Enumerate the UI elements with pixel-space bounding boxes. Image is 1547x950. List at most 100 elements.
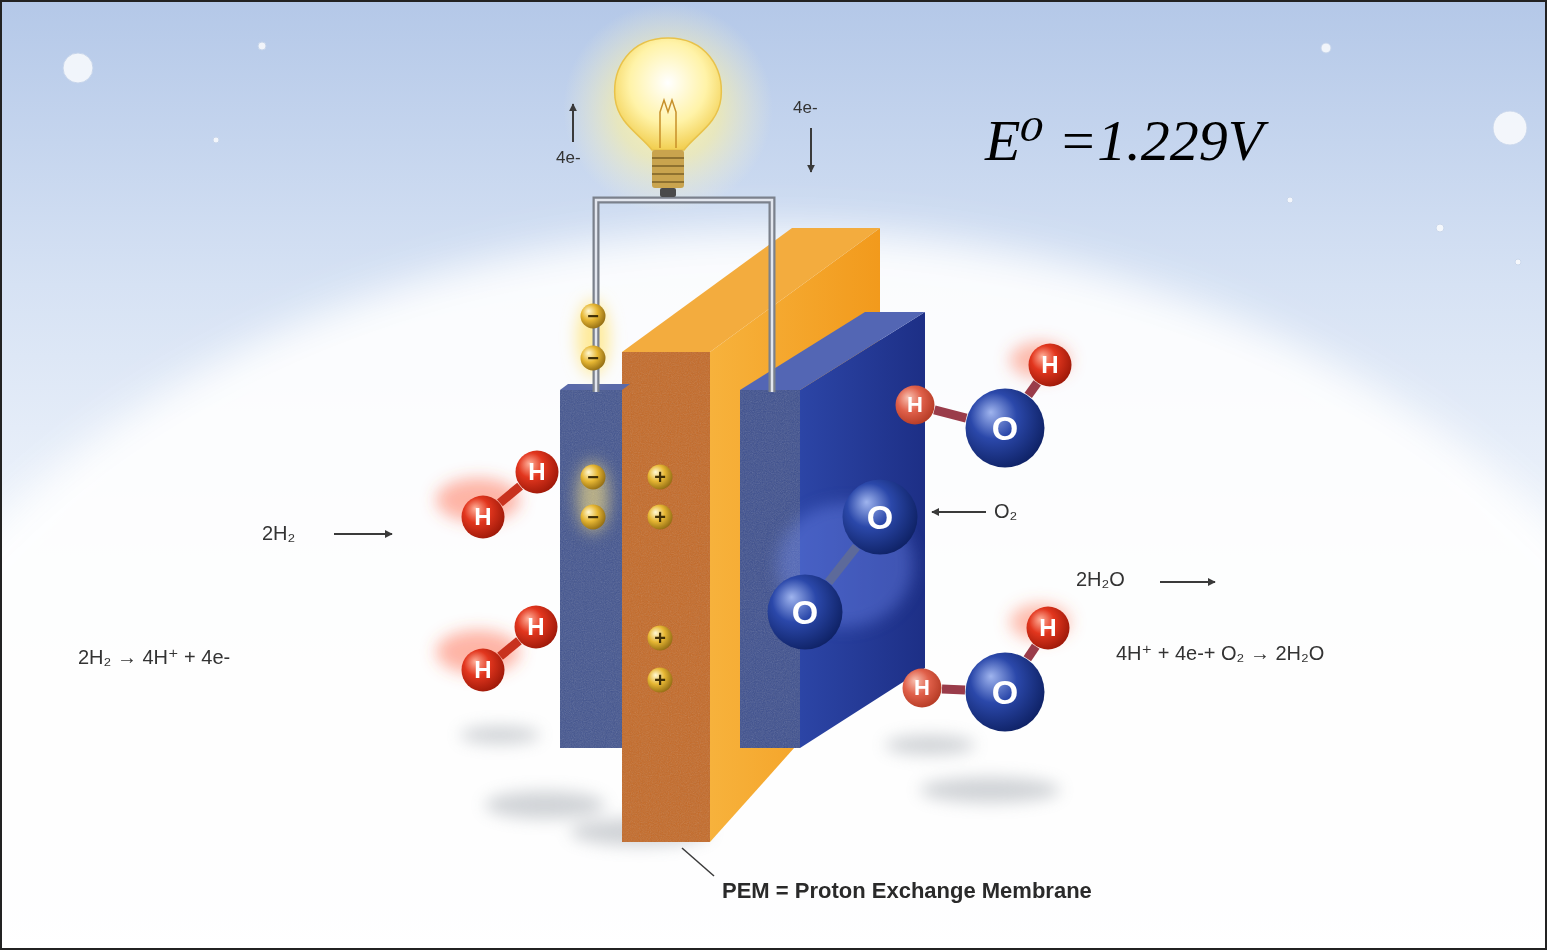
atom-symbol-holder: O bbox=[842, 479, 918, 555]
membrane-texture bbox=[622, 352, 710, 842]
reaction-label: 2H₂ → 4H⁺ + 4e- bbox=[78, 646, 230, 669]
atom-symbol-holder: + bbox=[647, 504, 673, 530]
atom-symbol-holder: H bbox=[895, 385, 935, 425]
charge-particle: − bbox=[580, 504, 606, 530]
charge-particle: − bbox=[580, 345, 606, 371]
atom-symbol-holder: − bbox=[580, 345, 606, 371]
flow-arrows bbox=[334, 104, 1215, 582]
label-holder: PEM = Proton Exchange Membrane bbox=[722, 878, 1092, 903]
atom-symbol: H bbox=[1041, 353, 1058, 377]
atom-symbol: H bbox=[914, 677, 930, 699]
reaction-label: 2H₂O bbox=[1076, 568, 1125, 591]
sphere bbox=[843, 480, 918, 555]
sphere bbox=[896, 386, 935, 425]
atom-symbol-holder: H bbox=[1028, 343, 1072, 387]
sphere bbox=[462, 496, 505, 539]
atom-symbol: − bbox=[587, 467, 599, 487]
atom-symbol-holder: + bbox=[647, 464, 673, 490]
atom-symbol: H bbox=[1039, 616, 1056, 640]
atom-symbol-holder: − bbox=[580, 504, 606, 530]
atom-symbol-holder: O bbox=[767, 574, 843, 650]
atom-symbol: + bbox=[654, 467, 666, 487]
sphere bbox=[903, 669, 942, 708]
atom-symbol: − bbox=[587, 507, 599, 527]
reaction-label: 2H₂ bbox=[262, 522, 295, 545]
hydrogen-atom: H bbox=[895, 385, 935, 425]
chemical-bond bbox=[1028, 383, 1037, 396]
hydrogen-atom: H bbox=[1026, 606, 1070, 650]
hydrogen-atom: H bbox=[461, 495, 505, 539]
sphere bbox=[581, 465, 606, 490]
atom-symbol: O bbox=[792, 595, 818, 629]
circuit-wire-highlight bbox=[596, 200, 772, 392]
charge-particle: + bbox=[647, 504, 673, 530]
reaction-label: 4H⁺ + 4e-+ O₂ → 2H₂O bbox=[1116, 642, 1324, 665]
atom-symbol-holder: H bbox=[461, 648, 505, 692]
atom-symbol-holder: O bbox=[965, 652, 1045, 732]
charge-particle: − bbox=[580, 464, 606, 490]
atom-symbol-holder: H bbox=[514, 605, 558, 649]
chemical-bond bbox=[1027, 646, 1035, 659]
chemical-bond bbox=[500, 641, 519, 656]
anode-texture bbox=[560, 390, 622, 748]
chemical-bond bbox=[829, 547, 857, 582]
sphere bbox=[581, 346, 606, 371]
label-holder: 2H₂ bbox=[262, 522, 295, 545]
sphere bbox=[1029, 344, 1072, 387]
chemical-bond bbox=[934, 410, 966, 418]
sphere bbox=[581, 505, 606, 530]
oxygen-atom: O bbox=[965, 388, 1045, 468]
charge-particle: + bbox=[647, 625, 673, 651]
atom-symbol-holder: H bbox=[461, 495, 505, 539]
atom-symbol: O bbox=[867, 500, 893, 534]
atom-symbol: O bbox=[992, 675, 1018, 709]
anode-front bbox=[560, 390, 622, 748]
label-holder: 4e- bbox=[793, 98, 818, 118]
atom-symbol: H bbox=[907, 394, 923, 416]
atom-symbol: H bbox=[474, 658, 491, 682]
atom-symbol: + bbox=[654, 670, 666, 690]
atom-symbol: O bbox=[992, 411, 1018, 445]
oxygen-atom: O bbox=[842, 479, 918, 555]
label-holder: 2H₂ → 4H⁺ + 4e- bbox=[78, 646, 230, 669]
sphere bbox=[768, 575, 843, 650]
label-holder: 2H₂O bbox=[1076, 568, 1125, 591]
label-holder: 4H⁺ + 4e-+ O₂ → 2H₂O bbox=[1116, 642, 1324, 665]
atom-symbol: + bbox=[654, 628, 666, 648]
bulb-glow bbox=[563, 3, 773, 213]
atom-symbol-holder: H bbox=[515, 450, 559, 494]
atom-symbol: H bbox=[528, 460, 545, 484]
atom-symbol: H bbox=[527, 615, 544, 639]
atom-symbol: − bbox=[587, 348, 599, 368]
label-holder: E⁰ =1.229V bbox=[985, 108, 1263, 175]
charge-particle: + bbox=[647, 667, 673, 693]
charge-particle: − bbox=[580, 303, 606, 329]
reaction-label: O₂ bbox=[994, 500, 1017, 523]
sphere bbox=[648, 505, 673, 530]
atom-symbol: − bbox=[587, 306, 599, 326]
charge-particle: + bbox=[647, 464, 673, 490]
label-holder: 4e- bbox=[556, 148, 581, 168]
atom-symbol-holder: H bbox=[1026, 606, 1070, 650]
reaction-label: 4e- bbox=[556, 148, 581, 168]
sphere bbox=[1027, 607, 1070, 650]
chemical-bond bbox=[942, 689, 965, 690]
reaction-label: 4e- bbox=[793, 98, 818, 118]
atom-symbol: + bbox=[654, 507, 666, 527]
sphere bbox=[581, 304, 606, 329]
atom-symbol-holder: + bbox=[647, 667, 673, 693]
hydrogen-atom: H bbox=[1028, 343, 1072, 387]
cathode-top bbox=[740, 312, 925, 390]
oxygen-atom: O bbox=[965, 652, 1045, 732]
atom-symbol-holder: + bbox=[647, 625, 673, 651]
atom-symbol-holder: − bbox=[580, 464, 606, 490]
oxygen-atom: O bbox=[767, 574, 843, 650]
membrane-caption: PEM = Proton Exchange Membrane bbox=[722, 878, 1092, 903]
label-holder: O₂ bbox=[994, 500, 1017, 523]
atom-symbol-holder: O bbox=[965, 388, 1045, 468]
particle-glows bbox=[436, 300, 1070, 674]
hydrogen-atom: H bbox=[515, 450, 559, 494]
